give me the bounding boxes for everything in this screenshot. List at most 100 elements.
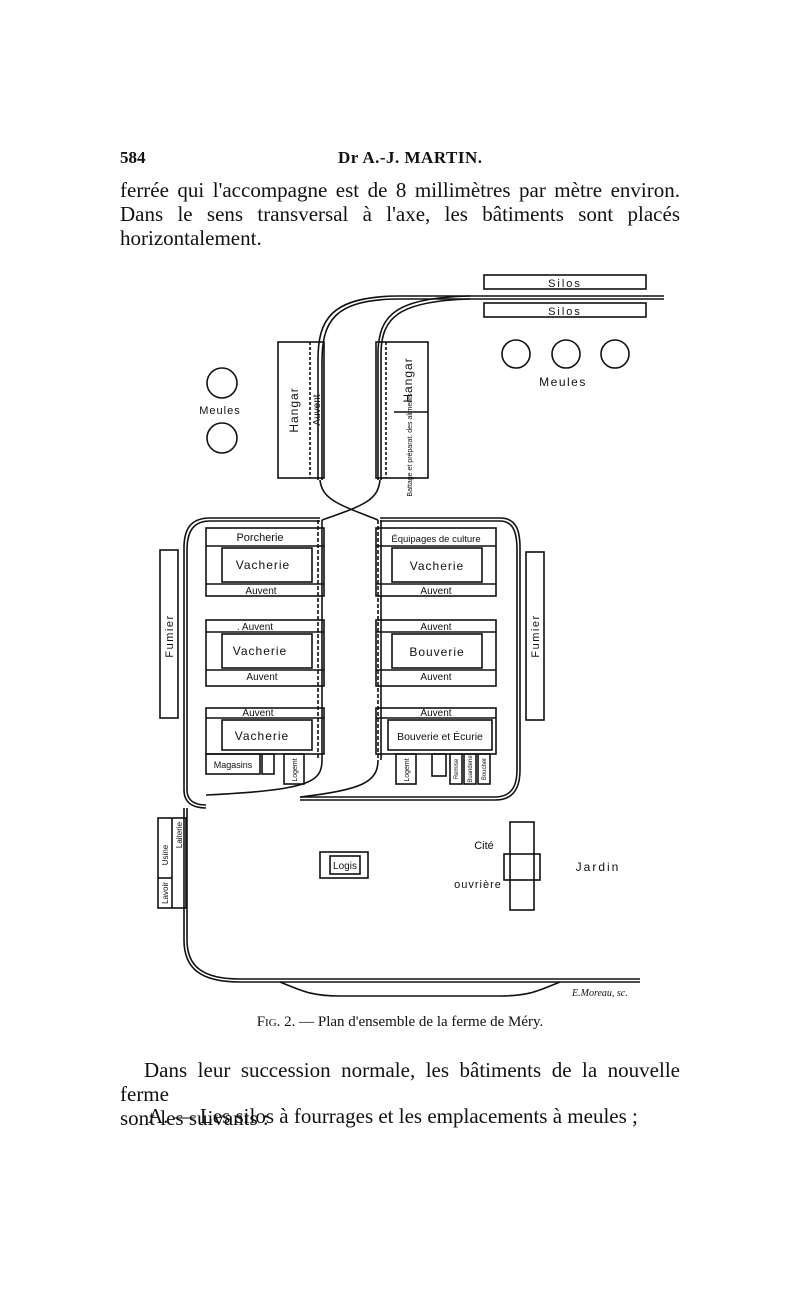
hangar-right-label: Hangar <box>401 357 415 402</box>
cite-ouvriere-building <box>509 821 535 911</box>
fumier-right-label: Fumier <box>530 614 542 657</box>
buanderie-label: Buanderie <box>468 755 474 783</box>
boucher-label: Boucher <box>482 758 488 780</box>
auvent-7-label: Auvent <box>420 672 451 683</box>
lavoir-label: Lavoir <box>161 882 170 904</box>
vacherie-4-inner <box>391 547 483 583</box>
auvent-8-label: Auvent <box>420 708 451 719</box>
rail-bottom-loop-b <box>186 808 640 980</box>
laiterie-label: Laiterie <box>175 821 184 848</box>
remise-label: Remise <box>454 758 460 779</box>
building-porcherie-vacherie <box>205 527 325 597</box>
meule-left-1 <box>206 367 238 399</box>
magasins-label: Magasins <box>214 760 253 770</box>
building-bouverie <box>375 619 497 687</box>
bouverie-ecurie-inner <box>387 719 493 751</box>
buanderie-box <box>463 753 477 785</box>
vacherie-1-inner <box>221 547 313 583</box>
paragraph-intro-rest: Dans le sens transversal à l'axe, les bâ… <box>120 202 680 250</box>
logis-label: Logis <box>333 861 357 872</box>
vacherie-4-label: Vacherie <box>410 559 464 573</box>
remise-box <box>449 753 463 785</box>
fumier-left <box>159 549 179 719</box>
rail-loop-left <box>183 517 320 809</box>
rail-siding <box>279 981 561 997</box>
auvent-3-label: Auvent <box>246 672 277 683</box>
annex-small <box>431 753 447 777</box>
hangar-left-label: Hangar <box>287 387 301 432</box>
meule-right-1 <box>501 339 531 369</box>
logis-outer <box>319 851 369 879</box>
rail-bottom-right-curve <box>299 759 379 798</box>
battage-label: Battage et préparat. des aliments <box>407 393 414 497</box>
auvent-6-label: Auvent <box>420 622 451 633</box>
auvent-4-label: Auvent <box>242 708 273 719</box>
vacherie-2-label: Vacherie <box>233 644 287 658</box>
silos-top <box>483 274 647 290</box>
cite-ouvriere-wing <box>503 853 541 881</box>
fumier-left-label: Fumier <box>164 614 176 657</box>
rail-curve-right <box>377 295 471 480</box>
auvent-hangar-label: Auvent <box>312 394 323 425</box>
logement-left-label: Logemt <box>292 758 299 781</box>
magasins-annex <box>261 753 275 775</box>
fumier-right <box>525 551 545 721</box>
paragraph-intro: ferrée qui l'accompagne est de 8 millimè… <box>120 178 680 250</box>
rail-curve-right-b <box>380 298 471 480</box>
auvent-5-label: Auvent <box>420 586 451 597</box>
figure-caption: Fig. 2. — Plan d'ensemble de la ferme de… <box>0 1014 800 1031</box>
meule-right-2 <box>551 339 581 369</box>
vacherie-3-label: Vacherie <box>235 729 289 743</box>
rail-curve-left-b <box>321 298 401 480</box>
cite-label: Cité <box>474 840 494 852</box>
figure-caption-prefix: Fig. 2. — <box>256 1014 315 1030</box>
logis-inner <box>329 855 361 875</box>
porcherie-label: Porcherie <box>236 532 283 544</box>
usine-label: Usine <box>161 844 170 865</box>
hangar-right <box>375 341 429 479</box>
boucher-box <box>477 753 491 785</box>
rail-junction-2 <box>319 479 379 521</box>
silos-top-label: Silos <box>548 278 582 290</box>
building-vacherie-2 <box>205 619 325 687</box>
hangar-left <box>277 341 325 479</box>
meule-right-3 <box>600 339 630 369</box>
rail-loop-right <box>300 517 521 801</box>
magasins-box <box>205 753 261 775</box>
silos-bottom-label: Silos <box>548 306 582 318</box>
silos-bottom <box>483 302 647 318</box>
bouverie-inner <box>391 633 483 669</box>
meules-left-label: Meules <box>199 405 240 417</box>
rail-bottom-loop <box>183 808 640 983</box>
meules-right-label: Meules <box>539 375 587 389</box>
auvent-1-label: Auvent <box>245 586 276 597</box>
vacherie-2-inner <box>221 633 313 669</box>
paragraph-succession-rest: sont les suivants : <box>120 1106 269 1130</box>
jardin-label: Jardin <box>576 860 621 874</box>
logement-right-box <box>395 753 417 785</box>
logement-right-label: Logemt <box>404 758 411 781</box>
auvent-2-label: . Auvent <box>237 622 273 633</box>
building-equipages-vacherie <box>375 527 497 597</box>
meule-left-2 <box>206 422 238 454</box>
rail-loop-right-b <box>300 520 518 798</box>
list-item-a: A. — Les silos à fourrages et les emplac… <box>148 1104 638 1128</box>
page-number: 584 <box>120 148 146 167</box>
vacherie-1-label: Vacherie <box>236 558 290 572</box>
paragraph-intro-line1: ferrée qui l'accompagne est de 8 millimè… <box>120 178 680 202</box>
ouvriere-label: ouvrière <box>454 879 502 891</box>
rail-junction-1 <box>321 479 381 521</box>
engraver-signature: E.Moreau, sc. <box>572 988 628 999</box>
paragraph-succession: Dans leur succession normale, les bâtime… <box>120 1058 680 1130</box>
paragraph-succession-line1: Dans leur succession normale, les bâtime… <box>120 1058 680 1106</box>
running-header-author: Dr A.-J. MARTIN. <box>338 148 483 167</box>
logement-left-box <box>283 753 305 785</box>
vacherie-3-inner <box>221 719 313 751</box>
equipages-label: Équipages de culture <box>391 534 480 545</box>
bouverie-ecurie-label: Bouverie et Écurie <box>397 730 483 743</box>
bouverie-1-label: Bouverie <box>409 645 464 659</box>
figure-caption-text: Plan d'ensemble de la ferme de Méry. <box>317 1014 544 1030</box>
rail-curve-left <box>317 295 401 480</box>
rail-loop-left-b <box>186 520 320 806</box>
